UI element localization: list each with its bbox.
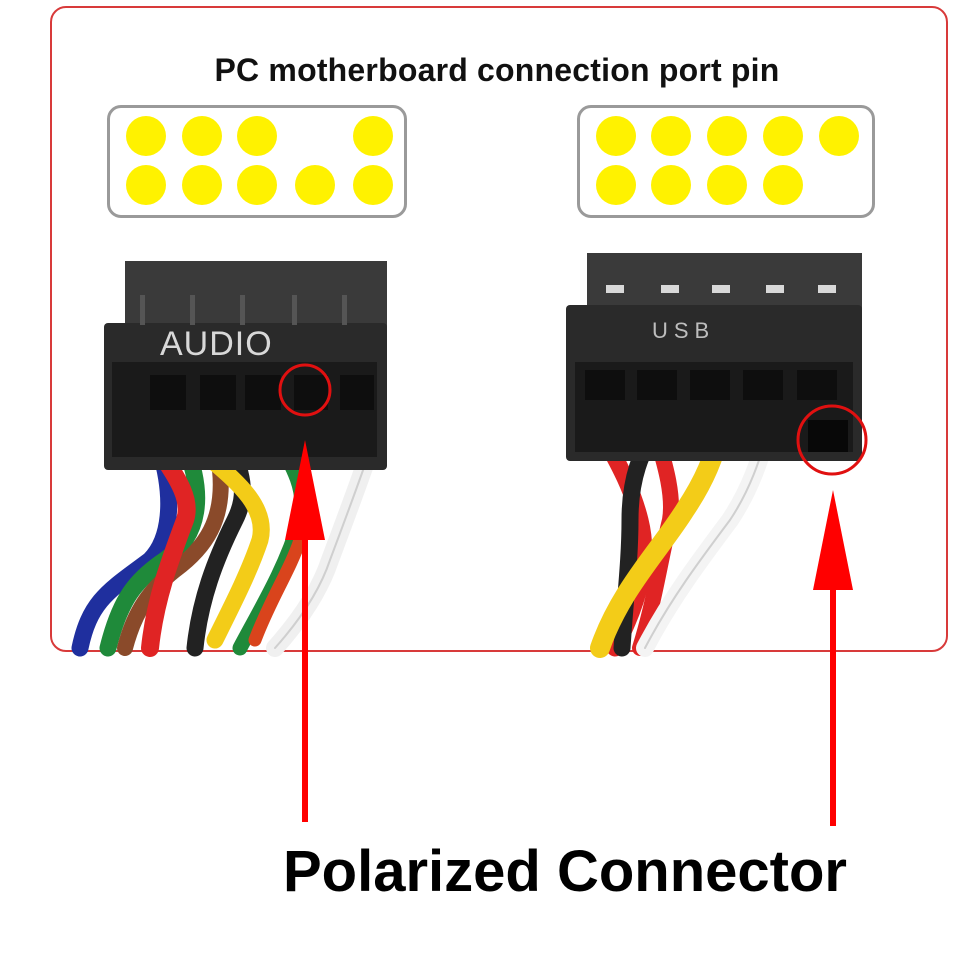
usb-pin-2 (651, 116, 691, 156)
audio-highlight-circle (278, 363, 332, 417)
usb-connector-body (566, 253, 862, 461)
audio-pin-2 (182, 116, 222, 156)
audio-connector-label: AUDIO (160, 325, 273, 363)
diagram-title: PC motherboard connection port pin (214, 52, 780, 88)
diagram-caption: Polarized Connector (283, 839, 847, 904)
usb-pin-5 (819, 116, 859, 156)
usb-pin-7 (651, 165, 691, 205)
usb-pin-6 (596, 165, 636, 205)
usb-pin-9 (763, 165, 803, 205)
audio-pin-map (107, 105, 407, 218)
usb-connector-label: USB (652, 318, 716, 343)
audio-pin-1 (126, 116, 166, 156)
arrow-up-icon (813, 490, 853, 826)
audio-pin-8 (237, 165, 277, 205)
usb-pin-4 (763, 116, 803, 156)
audio-pin-3 (237, 116, 277, 156)
audio-pin-6 (126, 165, 166, 205)
usb-pin-map (577, 105, 875, 218)
usb-pin-3 (707, 116, 747, 156)
usb-pin-1 (596, 116, 636, 156)
audio-pin-10 (353, 165, 393, 205)
audio-pin-9 (295, 165, 335, 205)
usb-pin-8 (707, 165, 747, 205)
audio-connector-body (104, 261, 387, 470)
usb-highlight-circle (796, 404, 868, 476)
audio-pin-7 (182, 165, 222, 205)
arrow-up-icon (285, 440, 325, 822)
audio-pin-5 (353, 116, 393, 156)
